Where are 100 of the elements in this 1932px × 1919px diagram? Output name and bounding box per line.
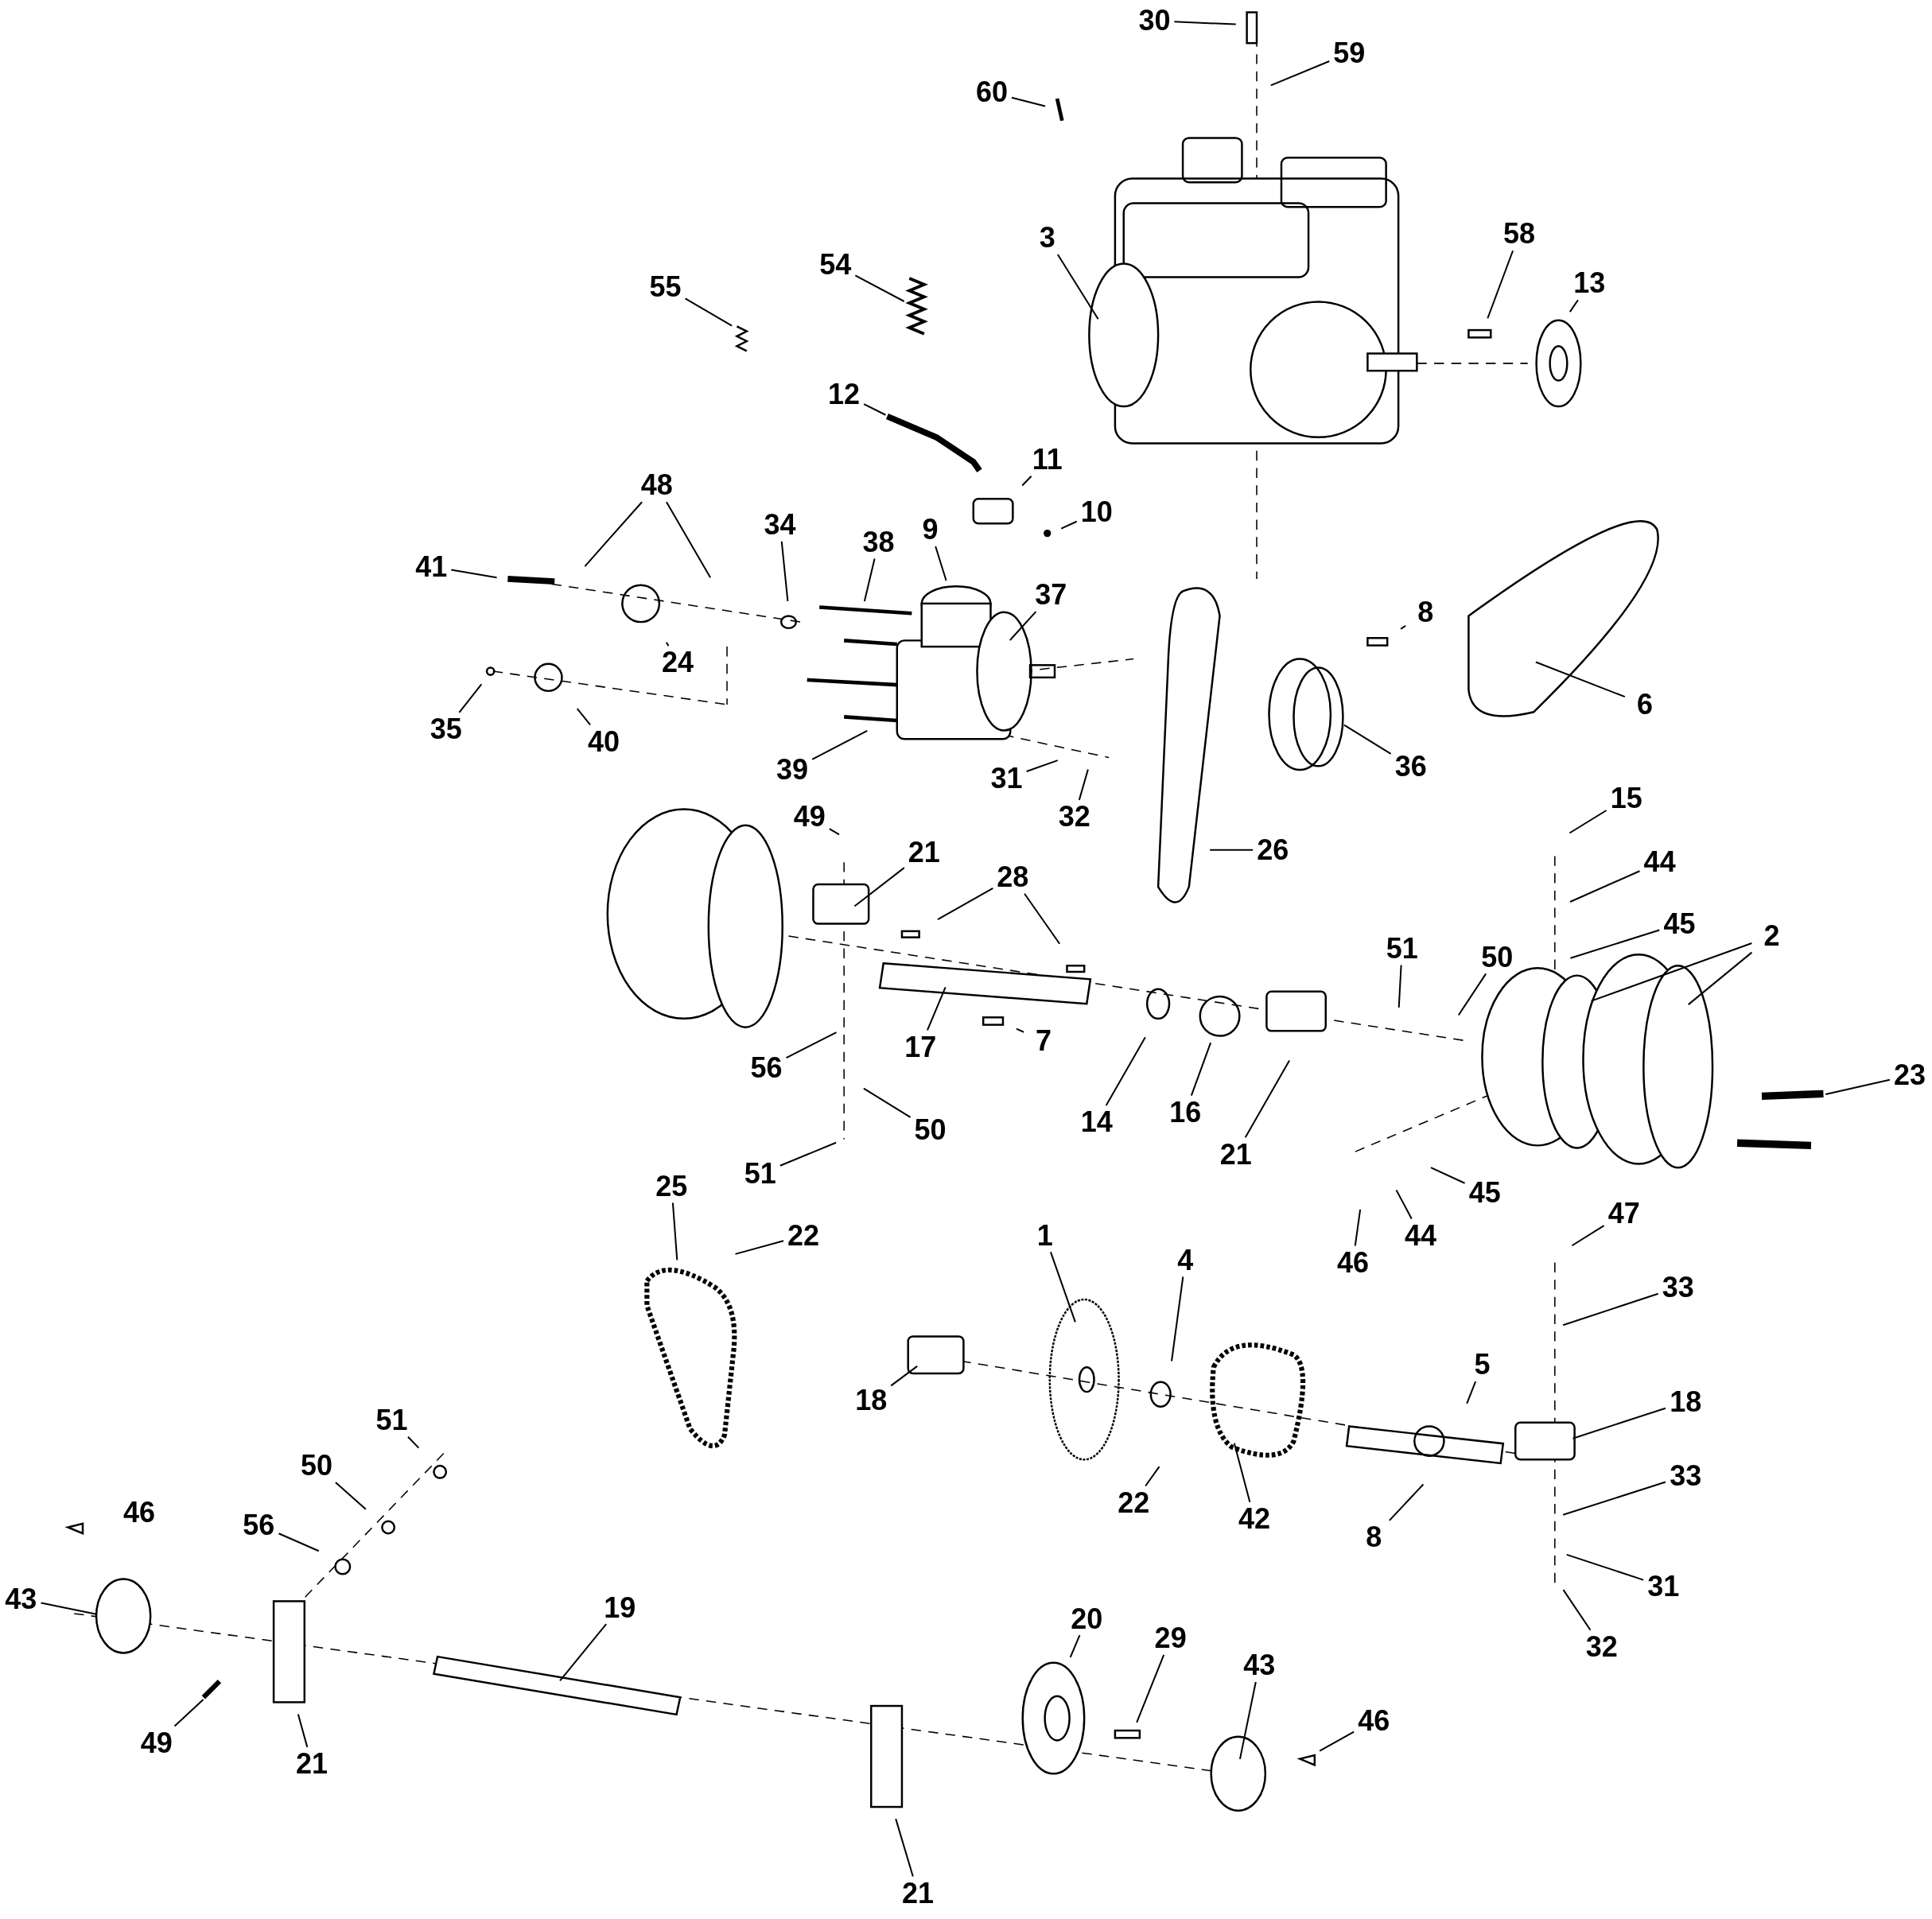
- callout-number: 51: [1386, 934, 1418, 963]
- callout-number: 46: [123, 1498, 156, 1528]
- callout-number: 44: [1405, 1221, 1437, 1250]
- leader-line: [1400, 624, 1406, 630]
- leader-line: [1069, 1634, 1081, 1658]
- leader-line: [1105, 1036, 1146, 1106]
- callout-number: 18: [1670, 1387, 1702, 1416]
- leader-line: [854, 274, 905, 302]
- callout-number: 33: [1670, 1461, 1702, 1490]
- callout-number: 49: [140, 1729, 173, 1758]
- callout-number: 26: [1257, 835, 1289, 864]
- leader-line: [1016, 1027, 1024, 1033]
- callout-number: 38: [862, 527, 895, 557]
- callout-number: 56: [750, 1054, 783, 1083]
- leader-line: [935, 546, 947, 581]
- leader-line: [863, 558, 876, 602]
- callout-number: 33: [1662, 1272, 1694, 1302]
- callout-number: 3: [1039, 223, 1055, 252]
- leader-line: [1011, 96, 1046, 107]
- callout-number: 39: [776, 756, 809, 785]
- leader-line: [1190, 1042, 1212, 1096]
- leader-line: [1562, 1481, 1666, 1516]
- leader-line: [576, 708, 591, 725]
- leader-line: [451, 569, 497, 579]
- callout-number: 32: [1058, 802, 1090, 832]
- callout-number: 31: [1647, 1572, 1680, 1602]
- callout-number: 43: [1243, 1651, 1276, 1680]
- leader-line: [1389, 1483, 1425, 1521]
- leader-line: [1572, 1407, 1666, 1439]
- leader-line: [735, 1240, 784, 1255]
- leader-line: [1270, 60, 1330, 87]
- callout-number: 21: [908, 837, 940, 867]
- callout-number: 18: [855, 1386, 888, 1416]
- leader-line: [407, 1436, 420, 1449]
- callout-number: 19: [604, 1593, 636, 1622]
- leader-line: [853, 867, 905, 907]
- leader-line: [786, 1031, 837, 1059]
- callout-number: 32: [1585, 1633, 1618, 1662]
- leader-line: [1026, 759, 1059, 772]
- leader-line: [1562, 1589, 1592, 1631]
- leader-line: [895, 1818, 914, 1877]
- leader-line: [1354, 1209, 1362, 1246]
- leader-line: [1145, 1466, 1160, 1487]
- callout-number: 8: [1417, 597, 1434, 627]
- callout-number: 46: [1358, 1707, 1390, 1736]
- leader-line: [1562, 1292, 1658, 1327]
- callout-number: 50: [914, 1115, 947, 1144]
- callout-number: 41: [415, 552, 448, 581]
- leader-line: [811, 729, 868, 760]
- callout-number: 47: [1607, 1198, 1640, 1228]
- callout-number: 46: [1336, 1248, 1369, 1277]
- leader-line: [584, 501, 643, 567]
- leader-line: [297, 1714, 309, 1748]
- callout-number: 20: [1071, 1604, 1103, 1633]
- callout-number: 2: [1763, 922, 1780, 951]
- leader-line: [1566, 1553, 1644, 1581]
- leader-line: [1457, 973, 1487, 1016]
- leader-line: [1078, 769, 1089, 801]
- callout-number: 51: [375, 1406, 408, 1435]
- leader-line: [1319, 1731, 1355, 1752]
- leader-line: [1395, 1189, 1413, 1219]
- callout-number: 31: [990, 764, 1023, 794]
- leader-line: [1021, 476, 1032, 487]
- callout-number: 25: [655, 1171, 688, 1201]
- callout-number: 8: [1366, 1523, 1382, 1552]
- leader-line: [829, 828, 840, 836]
- callout-number: 11: [1032, 445, 1063, 474]
- leader-line: [1591, 942, 1752, 1002]
- callout-number: 30: [1138, 6, 1171, 36]
- leader-line: [890, 1365, 918, 1387]
- leader-line: [1430, 1167, 1465, 1184]
- leader-line: [1569, 870, 1640, 903]
- callout-number: 48: [640, 471, 673, 500]
- leader-line: [173, 1699, 204, 1727]
- leader-line: [671, 1202, 678, 1261]
- callout-number: 21: [1219, 1140, 1252, 1169]
- callout-number: 10: [1080, 498, 1113, 527]
- callout-number: 13: [1573, 269, 1606, 298]
- leader-line: [1171, 1276, 1184, 1362]
- callout-number: 22: [1118, 1488, 1150, 1517]
- callout-number: 34: [764, 510, 796, 539]
- leader-line: [1238, 1681, 1257, 1760]
- leader-line: [1825, 1078, 1891, 1095]
- callout-number: 59: [1333, 38, 1366, 68]
- leader-line: [779, 1141, 837, 1167]
- leader-line: [458, 683, 483, 713]
- callout-number: 37: [1035, 581, 1067, 610]
- callout-number: 43: [5, 1584, 37, 1614]
- leader-line: [666, 642, 670, 647]
- leader-line: [937, 888, 993, 921]
- callout-number: 28: [997, 862, 1029, 892]
- leader-line: [1535, 661, 1626, 698]
- leader-line: [863, 1087, 912, 1118]
- leader-line: [1060, 520, 1078, 530]
- callout-number: 17: [904, 1032, 937, 1062]
- leader-line: [1057, 254, 1099, 320]
- callout-number: 55: [649, 272, 682, 301]
- callout-number: 4: [1177, 1245, 1194, 1275]
- callout-number: 9: [922, 515, 939, 545]
- leader-line: [863, 403, 886, 416]
